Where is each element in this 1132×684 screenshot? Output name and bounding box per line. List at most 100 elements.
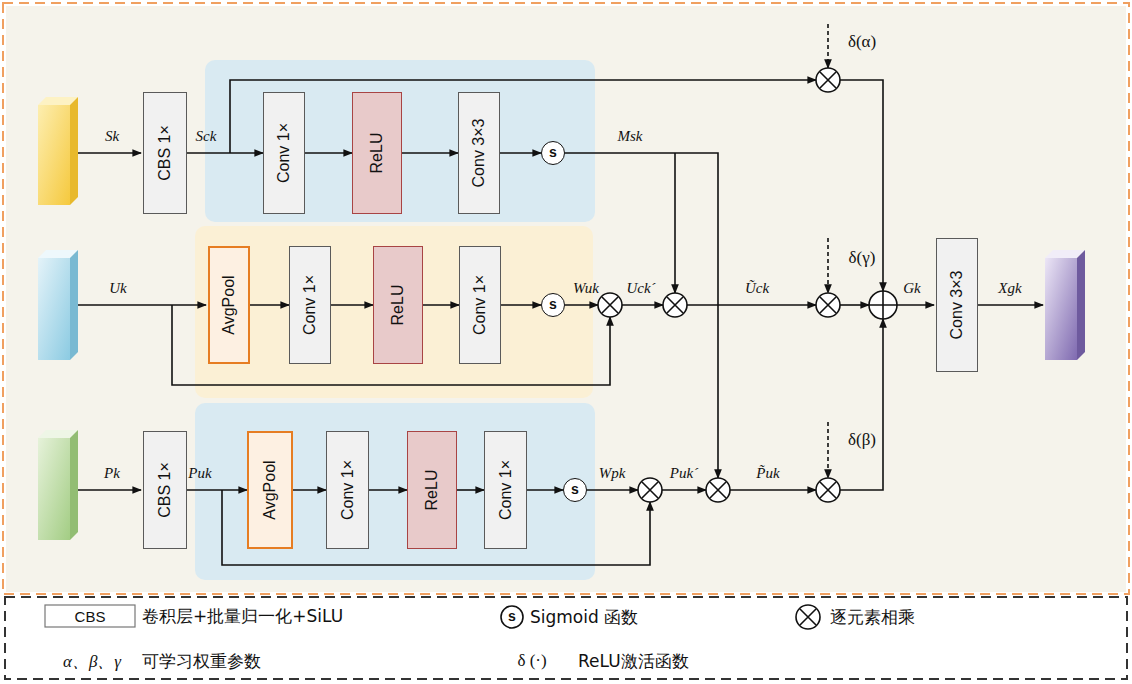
conv-block: Conv 1× <box>484 431 527 549</box>
weight-label: δ(β) <box>848 430 876 450</box>
multiply-symbol <box>816 293 840 317</box>
sigmoid-node: s <box>541 141 565 165</box>
flow-arrow <box>423 304 459 306</box>
legend-text: ReLU激活函数 <box>578 651 689 671</box>
conv-block: Conv 3×3 <box>936 238 978 372</box>
multiply-symbol <box>820 482 836 498</box>
feature-map <box>1077 250 1085 360</box>
relu-block: ReLU <box>352 92 402 214</box>
conv-block: Conv 1× <box>263 92 305 214</box>
feature-map <box>1045 258 1077 360</box>
add-symbol <box>869 291 897 319</box>
flow-arrow <box>527 489 563 491</box>
feature-map <box>70 250 78 360</box>
flow-arrow <box>402 152 458 154</box>
signal-name: Pk <box>104 465 120 482</box>
conv-block: Conv 1× <box>326 431 369 549</box>
signal-name: Sck <box>196 128 217 145</box>
branch-panel <box>195 403 595 580</box>
wire <box>978 304 1043 306</box>
multiply-symbol <box>663 293 687 317</box>
multiply-symbol <box>602 297 618 313</box>
avgpool-block: AvgPool <box>247 431 293 549</box>
flow-arrow <box>187 489 247 491</box>
wire <box>662 489 706 491</box>
weight-label: δ(α) <box>848 32 876 52</box>
node-text: s <box>549 296 557 312</box>
node-text: CBS 1× <box>156 125 174 181</box>
wire <box>622 304 663 306</box>
node-text: Conv 1× <box>339 460 357 520</box>
feature-map <box>38 438 70 540</box>
avgpool-block: AvgPool <box>208 246 250 364</box>
legend-entry: ReLU激活函数 <box>578 650 689 673</box>
legend-sample-sigmoid <box>501 606 523 628</box>
wire <box>674 153 676 293</box>
signal-name: Uk <box>109 280 127 297</box>
node-text: s <box>549 144 557 160</box>
node-text: Conv 1× <box>301 275 319 335</box>
flow-arrow <box>501 304 541 306</box>
cbs-block: CBS 1× <box>143 431 187 549</box>
signal-name: Wpk <box>599 465 626 482</box>
legend-entry: 卷积层+批量归一化+SiLU <box>142 605 343 628</box>
flow-arrow <box>369 489 407 491</box>
legend-sample-multiply <box>800 609 816 625</box>
figure-ground <box>6 6 1126 592</box>
node-text: ReLU <box>389 285 407 326</box>
multiply-symbol <box>642 482 658 498</box>
wire <box>230 80 816 153</box>
legend-sample-box <box>45 605 135 627</box>
legend-entry: Sigmoid 函数 <box>530 606 638 629</box>
multiply-symbol <box>820 72 836 88</box>
module-border <box>3 3 1129 594</box>
signal-name: Puk <box>188 465 211 482</box>
feature-map <box>70 97 78 205</box>
legend-sample-text: CBS <box>75 608 106 625</box>
node-text: ReLU <box>423 470 441 511</box>
multiply-symbol <box>638 478 662 502</box>
signal-name: Puk´ <box>670 465 698 482</box>
multiply-symbol <box>816 478 840 502</box>
signal-name: Uck´ <box>626 280 655 297</box>
flow-arrow <box>187 152 263 154</box>
node-text: Conv 1× <box>497 460 515 520</box>
wire <box>840 80 883 291</box>
multiply-symbol <box>710 482 726 498</box>
signal-name: Msk <box>618 128 643 145</box>
legend-text: 逐元素相乘 <box>830 607 915 627</box>
legend-sample-multiply <box>796 605 820 629</box>
signal-name: Wuk <box>573 280 599 297</box>
weight-arrow <box>827 24 829 68</box>
flow-arrow <box>305 152 352 154</box>
node-text: Conv 1× <box>275 123 293 183</box>
legend-sample-text: δ (·) <box>517 651 546 671</box>
signal-name: Xgk <box>998 280 1021 297</box>
branch-panel <box>195 226 593 398</box>
wire <box>587 489 638 491</box>
legend-text: 可学习权重参数 <box>142 651 261 671</box>
branch-panel <box>205 60 595 222</box>
weight-arrow <box>827 422 829 478</box>
node-text: CBS 1× <box>156 462 174 518</box>
wire <box>565 153 718 478</box>
multiply-symbol <box>667 297 683 313</box>
sigmoid-node: s <box>563 478 587 502</box>
legend-entry: 逐元素相乘 <box>830 606 915 629</box>
weight-label: δ(γ) <box>849 248 876 268</box>
conv-block: Conv 3×3 <box>458 92 500 214</box>
signal-name: Sk <box>105 128 119 145</box>
flow-arrow <box>457 489 484 491</box>
multiply-symbol <box>598 293 622 317</box>
flow-arrow <box>250 304 289 306</box>
feature-map <box>38 258 70 360</box>
wire <box>78 304 206 306</box>
relu-block: ReLU <box>373 246 423 364</box>
node-text: AvgPool <box>261 460 279 519</box>
feature-map <box>38 105 70 205</box>
flow-arrow <box>293 489 326 491</box>
node-text: Conv 1× <box>471 275 489 335</box>
conv-block: Conv 1× <box>459 246 501 364</box>
conv-block: Conv 1× <box>289 246 331 364</box>
